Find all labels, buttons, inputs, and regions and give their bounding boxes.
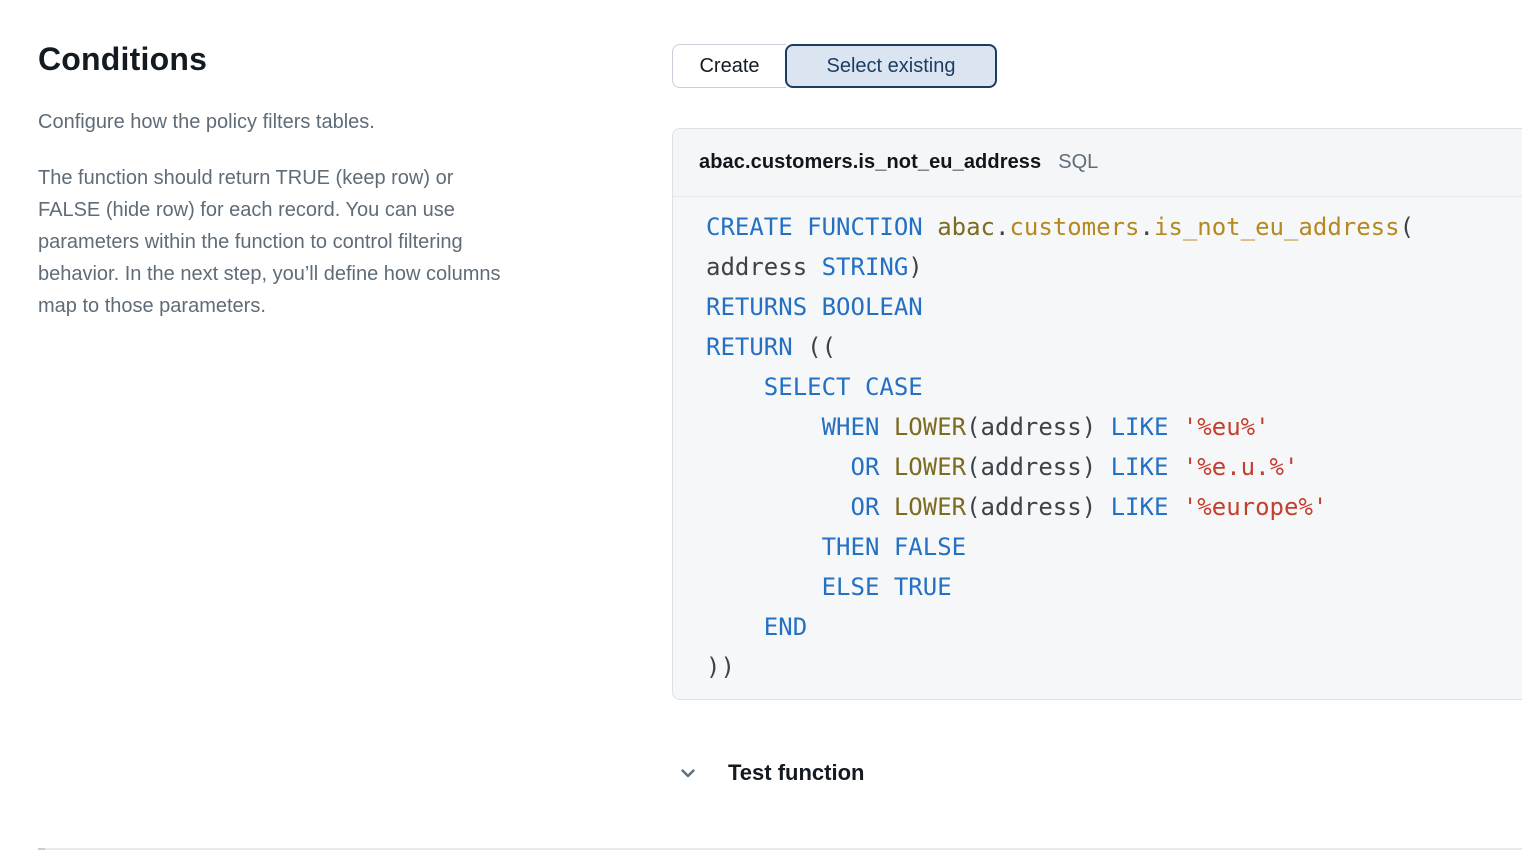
code-panel-header: abac.customers.is_not_eu_address SQL bbox=[673, 129, 1522, 197]
select-existing-tab-button[interactable]: Select existing bbox=[785, 44, 997, 88]
function-code-panel: abac.customers.is_not_eu_address SQL CRE… bbox=[672, 128, 1522, 700]
description-line: The function should return TRUE (keep ro… bbox=[38, 167, 454, 189]
chevron-down-icon bbox=[676, 761, 700, 785]
left-column: Conditions Configure how the policy filt… bbox=[38, 40, 648, 322]
create-tab-button[interactable]: Create bbox=[672, 44, 786, 88]
function-mode-toggle: Create Select existing bbox=[672, 44, 997, 88]
sql-code: CREATE FUNCTION abac.customers.is_not_eu… bbox=[706, 213, 1415, 681]
description-line: behavior. In the next step, you’ll defin… bbox=[38, 263, 501, 285]
description-line: FALSE (hide row) for each record. You ca… bbox=[38, 199, 455, 221]
language-badge: SQL bbox=[1058, 151, 1099, 173]
section-divider bbox=[38, 848, 1522, 850]
function-name: abac.customers.is_not_eu_address bbox=[699, 151, 1042, 173]
description-line: map to those parameters. bbox=[38, 295, 266, 317]
page-description: The function should return TRUE (keep ro… bbox=[38, 162, 648, 322]
test-function-label: Test function bbox=[728, 760, 865, 785]
test-function-toggle[interactable]: Test function bbox=[672, 753, 864, 793]
page-title: Conditions bbox=[38, 41, 208, 77]
page-subtitle: Configure how the policy filters tables. bbox=[38, 111, 375, 133]
description-line: parameters within the function to contro… bbox=[38, 231, 463, 253]
